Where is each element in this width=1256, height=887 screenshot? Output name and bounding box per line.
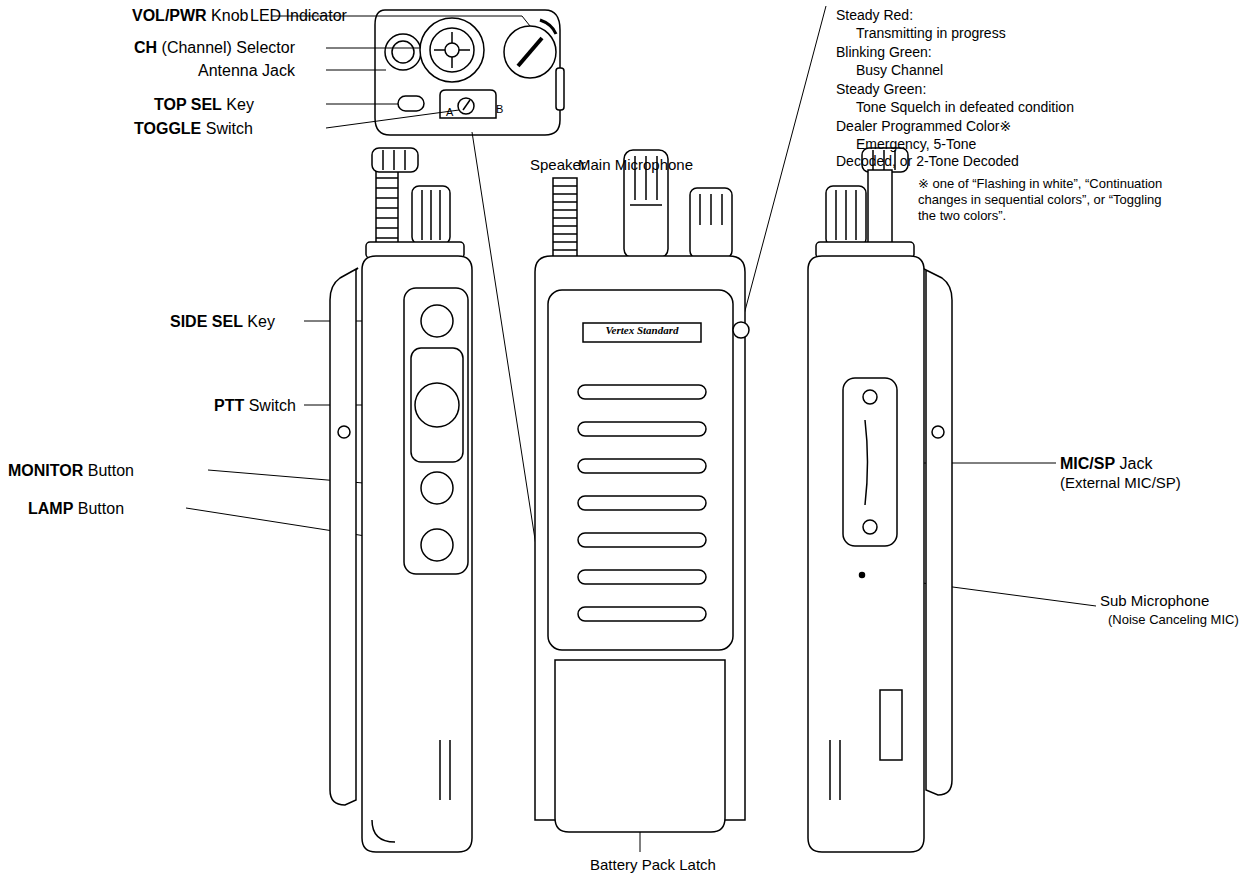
knob-ridges (383, 150, 405, 170)
footnote: ※ one of “Flashing in white”, “Continuat… (918, 176, 1168, 224)
part-name: Speaker (530, 156, 586, 174)
vol-knob-mark (518, 38, 542, 66)
speaker-slot (578, 422, 706, 436)
leader-line (326, 48, 420, 49)
right-view (808, 148, 952, 852)
led-state: Blinking Green: (836, 44, 932, 61)
part-name: MIC/SP Jack (1060, 454, 1152, 473)
front-view (535, 150, 749, 832)
top-outline (375, 10, 560, 135)
led-state: Steady Red: (836, 7, 913, 24)
antenna-coil (553, 186, 577, 250)
part-name: PTT Switch (214, 396, 296, 415)
led-meaning: Busy Channel (856, 62, 943, 79)
battery-pack (555, 660, 725, 832)
speaker-slot (578, 385, 706, 399)
left-view (330, 148, 472, 852)
leader-line (326, 70, 386, 71)
channel-selector-hub (445, 43, 459, 57)
part-name: SIDE SEL Key (170, 312, 275, 331)
part-name: CH (Channel) Selector (134, 38, 295, 57)
led-indicator (733, 322, 749, 338)
belt-clip (922, 268, 952, 795)
mic-sp-jack-cover (843, 378, 897, 546)
body-grooves (372, 740, 450, 842)
part-name: LAMP Button (28, 499, 124, 518)
speaker-slot (578, 533, 706, 547)
led-meaning: Tone Squelch in defeated condition (856, 99, 1074, 116)
logo-plate (583, 323, 701, 342)
monitor-button (421, 472, 453, 504)
part-name: Main Microphone (578, 156, 693, 174)
vol-knob (690, 188, 732, 258)
brand-logo: Vertex Standard (583, 324, 701, 337)
lamp-button (421, 529, 453, 561)
radio-body (362, 256, 472, 852)
sub-microphone (860, 573, 865, 578)
ptt-switch (411, 348, 463, 462)
switch-position: A (446, 106, 453, 119)
vol-knob (412, 186, 450, 244)
cover-screw (863, 390, 877, 404)
antenna (553, 178, 577, 258)
antenna-coil (376, 178, 398, 238)
part-name: VOL/PWR Knob (132, 6, 248, 25)
top-sel-key (398, 96, 424, 111)
vol-knob (504, 26, 556, 78)
cover-screw (863, 520, 877, 534)
knob-ridges (836, 190, 856, 240)
side-panel (404, 288, 468, 574)
antenna-jack-inner (392, 41, 414, 63)
leader-line (326, 104, 398, 105)
led-arc (540, 20, 556, 34)
antenna (376, 168, 398, 248)
part-name: LED Indicator (250, 6, 347, 25)
top-view (375, 10, 564, 135)
part-name: Battery Pack Latch (590, 856, 716, 874)
led-meaning: Transmitting in progress (856, 25, 1006, 42)
belt-clip-hole (932, 426, 944, 438)
top-side-bump (556, 68, 564, 110)
antenna (868, 170, 892, 246)
toggle-lever (463, 100, 470, 110)
speaker-slot (578, 496, 706, 510)
speaker-slot (578, 570, 706, 584)
radio-body (808, 256, 924, 852)
belt-clip (330, 268, 358, 805)
leader-line (326, 110, 459, 128)
battery-window (880, 690, 902, 760)
leader-line (640, 832, 641, 852)
part-name: Antenna Jack (198, 61, 295, 80)
led-state: Steady Green: (836, 81, 926, 98)
cover-ridge (865, 420, 868, 505)
leader-lines (186, 6, 1096, 852)
ptt-center (415, 383, 459, 427)
led-meaning: Emergency, 5-Tone Decoded, or 2-Tone Dec… (836, 136, 1036, 170)
knob-ridges (422, 190, 440, 240)
toggle-recess (440, 90, 496, 118)
vol-knob (826, 186, 866, 246)
part-note: (External MIC/SP) (1060, 474, 1181, 492)
speaker-slot (578, 459, 706, 473)
knob-ridges (700, 194, 722, 225)
side-sel-key (421, 305, 453, 337)
speaker-slot (578, 607, 706, 621)
channel-selector (420, 18, 484, 82)
body-grooves (830, 740, 840, 800)
antenna-jack (385, 34, 421, 70)
switch-position: B (496, 103, 503, 116)
part-name: MONITOR Button (8, 461, 134, 480)
part-name: TOP SEL Key (154, 95, 254, 114)
channel-selector-cross (434, 32, 470, 68)
part-note: (Noise Canceling MIC) (1108, 612, 1239, 628)
part-name: TOGGLE Switch (134, 119, 253, 138)
channel-selector-inner (430, 28, 474, 72)
led-state: Dealer Programmed Color※ (836, 118, 1011, 135)
toggle-switch (458, 98, 474, 114)
part-name: Sub Microphone (1100, 592, 1209, 610)
speaker-face (548, 290, 733, 650)
channel-knob (372, 148, 418, 172)
belt-clip-hole (338, 426, 350, 438)
